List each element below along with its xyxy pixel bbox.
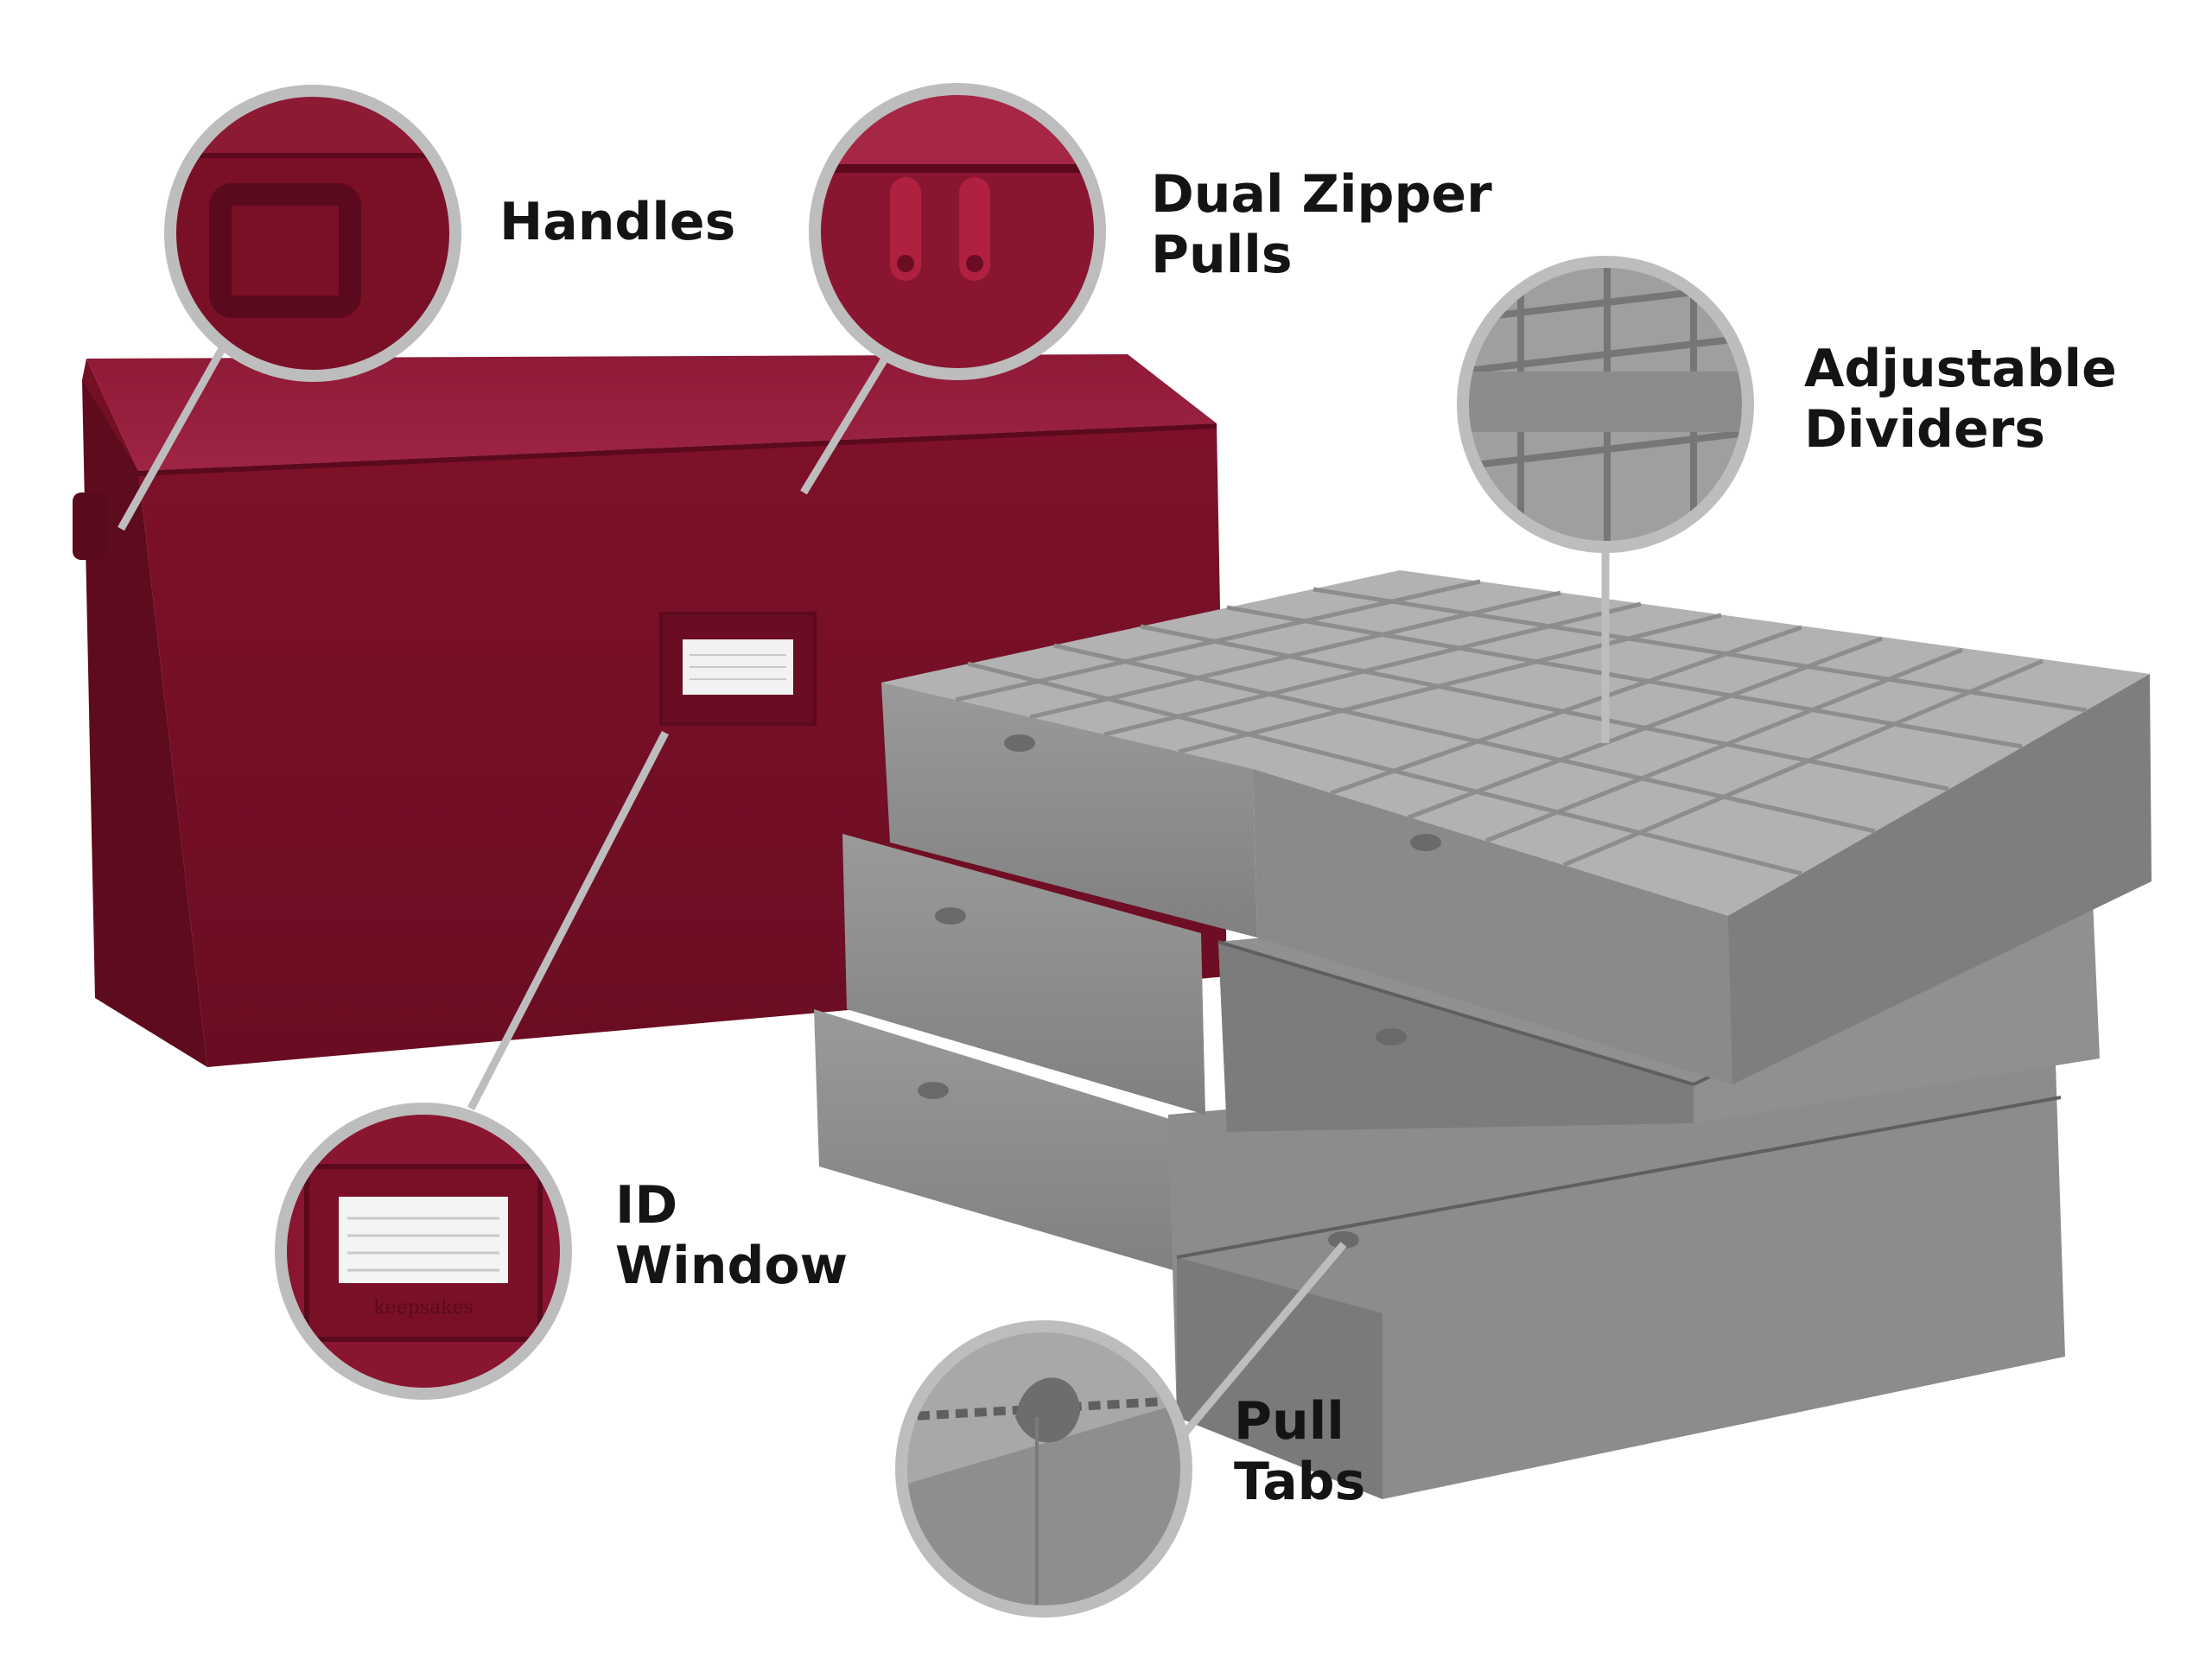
zipper-pull-icon <box>890 177 990 281</box>
gray-tray-stack <box>814 570 2152 1499</box>
label-id-window: ID Window <box>615 1175 848 1296</box>
callout-id-window-circle: keepsakes <box>275 1103 572 1400</box>
tray-middle-front <box>1218 942 1694 1132</box>
callout-pull-tabs-circle <box>895 1320 1192 1618</box>
box-side-handle <box>73 493 107 560</box>
connector-zipper <box>800 353 890 495</box>
tray-top-left-side <box>881 683 1257 938</box>
box-zipper-seam <box>137 423 1217 476</box>
label-pull-line2: Tabs <box>1234 1452 1366 1512</box>
label-zipper-line1: Dual Zipper <box>1151 164 1492 225</box>
callout-connectors <box>118 345 1610 1437</box>
tray-pull-tabs <box>918 734 1441 1249</box>
label-pull-line1: Pull <box>1234 1391 1344 1452</box>
label-adjustable-dividers: Adjustable Dividers <box>1804 339 2117 460</box>
callout-dividers-circle <box>1457 256 1754 553</box>
tray-top-right-side <box>1728 674 2152 1084</box>
callout-zipper-circle <box>809 83 1106 380</box>
label-pull-tabs: Pull Tabs <box>1234 1391 1365 1512</box>
handle-strap-icon <box>209 183 361 318</box>
tray-middle-left <box>842 834 1205 1115</box>
label-handles: Handles <box>499 192 735 252</box>
id-window-brand-logo: keepsakes <box>373 1297 474 1319</box>
tray-top-front-side <box>1253 769 1732 1084</box>
label-dividers-line2: Dividers <box>1804 399 2045 460</box>
label-dividers-line1: Adjustable <box>1804 339 2117 399</box>
connector-handles <box>118 345 226 531</box>
tray-bottom-left <box>814 1009 1197 1277</box>
tray-bottom-front <box>1177 1257 1382 1499</box>
label-id-line1: ID <box>615 1175 678 1236</box>
pull-tab-loop-icon <box>1015 1377 1080 1443</box>
box-lid-top <box>86 354 1217 471</box>
box-id-window <box>659 612 817 726</box>
connector-id-window <box>467 730 669 1111</box>
label-id-line2: Window <box>615 1236 849 1296</box>
connector-pull-tabs <box>1180 1242 1347 1437</box>
callout-handles-circle <box>164 85 461 382</box>
tray-grid-lines <box>955 579 2088 876</box>
label-dual-zipper-pulls: Dual Zipper Pulls <box>1151 164 1492 285</box>
box-left-panel <box>82 380 207 1067</box>
label-handles-line1: Handles <box>499 192 736 252</box>
tray-bottom-right <box>1168 1037 2065 1499</box>
label-zipper-line2: Pulls <box>1151 225 1293 285</box>
